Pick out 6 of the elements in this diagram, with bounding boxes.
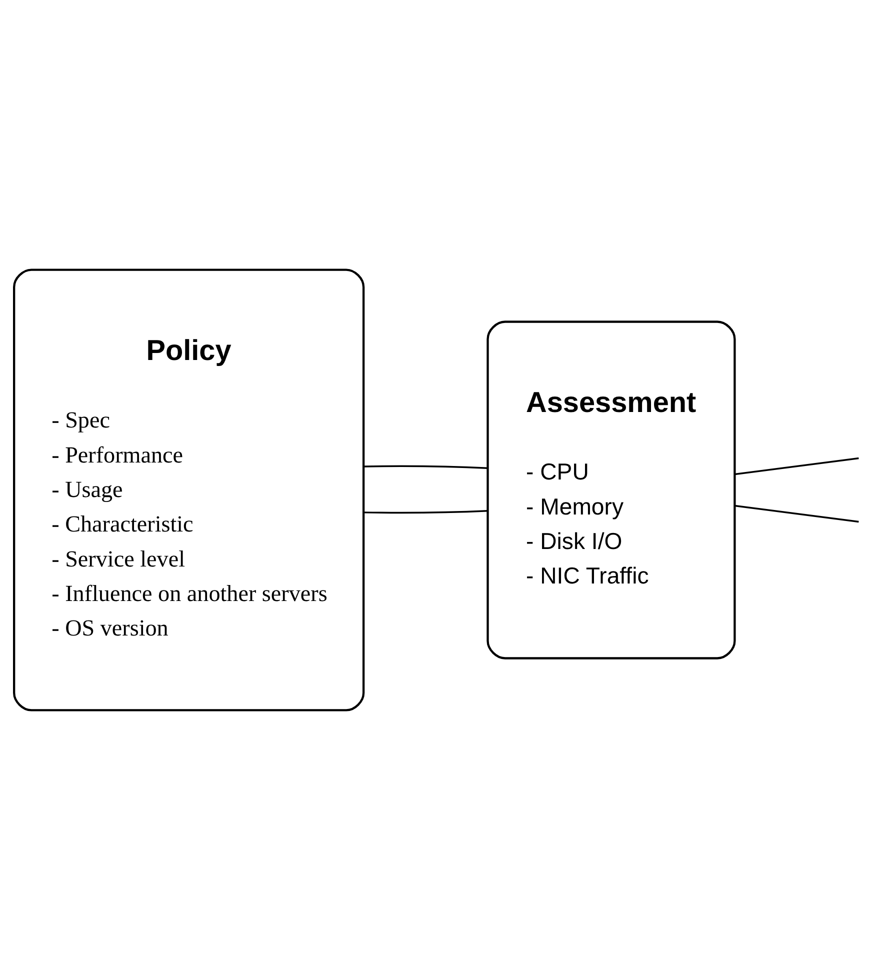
connector [734, 504, 859, 522]
connector [364, 464, 488, 468]
connector [364, 510, 488, 514]
node-box: Assessment - CPU - Memory - Disk I/O - NIC Traffic [486, 320, 736, 659]
connector [734, 456, 859, 475]
node-box: Policy - Spec - Performance - Usage - Characteristic - Service level - Influence on another servers - OS version [13, 268, 365, 711]
